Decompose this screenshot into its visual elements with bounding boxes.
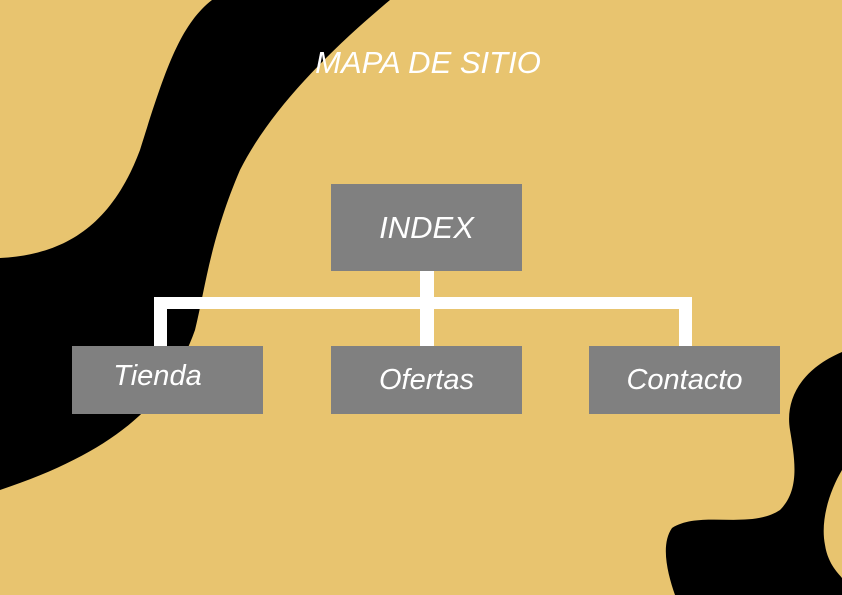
diagram-title: MAPA DE SITIO — [315, 45, 541, 80]
tienda-connector-vertical — [154, 297, 167, 346]
ofertas-node: Ofertas — [331, 346, 522, 414]
tienda-node: Tienda — [72, 346, 263, 414]
bottom-right-black-blob — [665, 352, 842, 595]
index-node-label: INDEX — [379, 209, 474, 245]
contacto-node: Contacto — [589, 346, 780, 414]
ofertas-connector-vertical — [420, 297, 434, 346]
index-node: INDEX — [331, 184, 522, 271]
ofertas-node-label: Ofertas — [378, 363, 475, 396]
contacto-node-label: Contacto — [626, 363, 743, 396]
bottom-right-blob-notch — [823, 470, 842, 578]
contacto-connector-vertical — [679, 297, 692, 346]
tienda-node-label: Tienda — [113, 359, 202, 392]
